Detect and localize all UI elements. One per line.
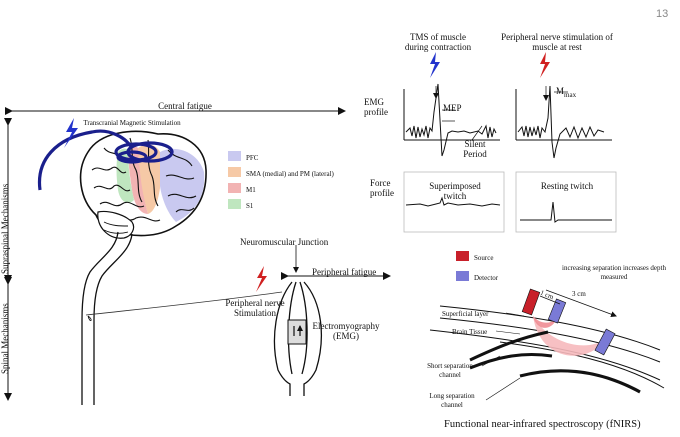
legend-label-pfc: PFC: [246, 154, 259, 162]
page-number: 13: [656, 8, 669, 20]
legend-label-s1: S1: [246, 202, 254, 210]
peripheral-lightning-icon: [256, 266, 267, 292]
force-trace-resting: [520, 201, 612, 223]
s1-region: [116, 148, 134, 203]
tms-coil: [37, 129, 174, 191]
peripheral-rest-heading: Peripheral nerve stimulation of muscle a…: [501, 32, 613, 52]
legend-swatch-sma-pm: [228, 167, 241, 177]
brain-illustration: [79, 130, 207, 405]
emg-trace-rest: [517, 85, 605, 159]
short-channel-label: Short separation channel: [427, 362, 473, 379]
source-optode: [521, 288, 541, 316]
tms-label: Transcranial Magnetic Stimulation: [83, 119, 181, 127]
detector-legend-label: Detector: [474, 274, 499, 282]
neuromuscular-junction-label: Neuromuscular Junction: [240, 237, 329, 247]
tms-contraction-lightning-icon: [430, 52, 440, 78]
legend-swatch-pfc: [228, 151, 241, 161]
superimposed-twitch-label: Superimposed twitch: [429, 181, 481, 201]
central-fatigue-label: Central fatigue: [158, 101, 212, 111]
legend-swatch-s1: [228, 199, 241, 209]
pfc-region: [160, 148, 205, 222]
peripheral-fatigue-label: Peripheral fatigue: [312, 267, 377, 277]
short-channel-path: [533, 316, 556, 328]
mmax-label-sub: max: [564, 90, 577, 99]
peripheral-nerve-stimulation-label: Peripheral nerve Stimulation: [225, 298, 285, 318]
detector-optode-short: [547, 298, 567, 324]
force-profile-label: Force profile: [370, 178, 394, 198]
supraspinal-label: Supraspinal Mechanisms: [0, 183, 10, 274]
long-channel-path: [533, 316, 604, 356]
source-legend-label: Source: [474, 254, 494, 262]
three-cm-label: 3 cm: [572, 290, 586, 298]
fnirs-caption: Functional near-infrared spectroscopy (f…: [444, 419, 641, 430]
legend-label-sma-pm: SMA (medial) and PM (lateral): [246, 170, 334, 178]
force-profile-chart: [403, 171, 617, 233]
mmax-label: Mmax: [556, 86, 576, 100]
emg-label: Electromyography (EMG): [312, 321, 380, 341]
muscle-illustration: [273, 281, 322, 396]
mep-label: MEP: [443, 103, 462, 113]
detector-legend-swatch: [456, 271, 469, 281]
resting-twitch-label: Resting twitch: [540, 181, 594, 191]
emg-trace-contraction: [405, 83, 497, 157]
superficial-layer-label: Superficial layer: [442, 310, 489, 318]
spinal-label: Spinal Mechanisms: [0, 303, 10, 374]
force-trace-superimposed: [405, 196, 501, 207]
tms-contraction-heading: TMS of muscle during contraction: [404, 32, 472, 52]
nerve-line: [85, 291, 283, 316]
detector-optode-long: [594, 328, 616, 356]
long-channel-label: Long separation channel: [429, 392, 475, 409]
brain-tissue-label: Brain Tissue: [452, 328, 488, 336]
rest-lightning-icon: [540, 52, 550, 78]
silent-period-label: Silent Period: [463, 139, 487, 159]
legend-label-m1: M1: [246, 186, 256, 194]
emg-profile-label: EMG profile: [364, 97, 388, 117]
source-legend-swatch: [456, 251, 469, 261]
mmax-label-main: M: [556, 86, 565, 96]
tms-lightning-icon: [64, 118, 78, 148]
fnirs-illustration: [429, 251, 665, 401]
emg-profile-chart: [403, 83, 612, 159]
legend-swatch-m1: [228, 183, 241, 193]
separation-note: increasing separation increases depth me…: [562, 264, 666, 281]
